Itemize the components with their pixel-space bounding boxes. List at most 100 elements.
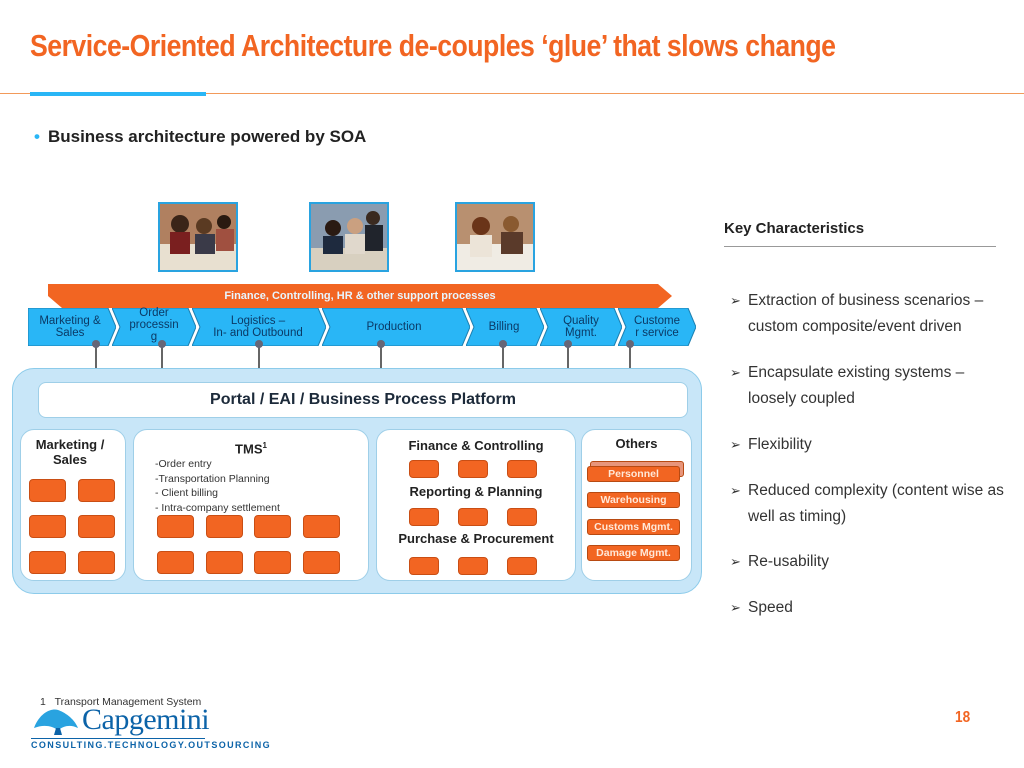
connector-line — [380, 346, 382, 368]
process-chevron-customer-service — [618, 308, 696, 346]
arrow-bullet-icon: ➢ — [730, 554, 741, 569]
connector-line — [629, 346, 631, 368]
module-box — [458, 508, 488, 526]
process-chevron-marketing-sales — [28, 308, 116, 346]
capgemini-tagline: CONSULTING.TECHNOLOGY.OUTSOURCING — [31, 740, 272, 750]
connector-knob — [626, 340, 634, 348]
connector-knob — [377, 340, 385, 348]
capgemini-spade-logo-icon — [34, 709, 78, 735]
process-label-logistics: Logistics – In- and Outbound — [213, 315, 303, 339]
key-characteristic-item: ➢Re-usability — [730, 549, 1005, 575]
connector-knob — [255, 340, 263, 348]
connector-knob — [158, 340, 166, 348]
process-label-production: Production — [366, 321, 422, 333]
module-box — [78, 479, 115, 502]
bullet-item: •Business architecture powered by SOA — [34, 127, 366, 147]
panel-title-others: Others — [615, 436, 658, 451]
arrow-bullet-icon: ➢ — [730, 293, 741, 308]
module-box — [409, 508, 439, 526]
arrow-bullet-icon: ➢ — [730, 483, 741, 498]
support-processes-bar — [48, 284, 672, 308]
business-meeting-photo-2 — [309, 202, 389, 272]
key-characteristic-item: ➢Reduced complexity (content wise as wel… — [730, 478, 1005, 530]
title-divider — [0, 93, 1024, 94]
process-chevron-quality — [540, 308, 622, 346]
others-item-customs: Customs Mgmt. — [587, 519, 680, 535]
connector-knob — [499, 340, 507, 348]
process-label-marketing-sales: Marketing & Sales — [39, 315, 101, 339]
process-chevron-production — [322, 308, 470, 346]
connector-line — [567, 346, 569, 368]
panel-title-finance-controlling: Finance & Controlling — [408, 438, 544, 453]
others-item-personnel: Personnel — [587, 466, 680, 482]
process-chevron-order-processing — [112, 308, 196, 346]
footnote-number: 1 — [40, 696, 46, 708]
tms-feature-item: -Order entry — [155, 458, 212, 470]
module-box — [254, 551, 291, 574]
tms-feature-item: -Transportation Planning — [155, 472, 270, 485]
bullet-text: Business architecture powered by SOA — [47, 127, 367, 146]
connector-line — [502, 346, 504, 368]
module-box — [206, 515, 243, 538]
tms-feature-item: - Client billing — [155, 487, 219, 499]
module-box — [29, 551, 66, 574]
module-box — [206, 551, 243, 574]
page-number: 18 — [955, 709, 971, 726]
process-chevron-logistics — [192, 308, 326, 346]
key-characteristic-item: ➢Speed — [730, 595, 1005, 621]
process-chevron-billing — [466, 308, 544, 346]
connector-line — [95, 346, 97, 368]
module-box — [303, 551, 340, 574]
others-item-warehousing: Warehousing — [587, 492, 680, 508]
module-box — [254, 515, 291, 538]
panel-title-marketing-sales: Marketing / Sales — [35, 437, 105, 467]
connector-knob — [92, 340, 100, 348]
module-box — [157, 515, 194, 538]
tms-title-text: TMS — [235, 441, 263, 457]
key-characteristics-divider — [724, 246, 996, 247]
footer — [0, 683, 1024, 768]
support-processes-label: Finance, Controlling, HR & other support… — [224, 290, 496, 302]
title-accent-bar — [30, 92, 206, 96]
others-item-damage: Damage Mgmt. — [587, 545, 680, 561]
module-box — [507, 557, 537, 575]
key-characteristic-item: ➢Flexibility — [730, 432, 1005, 458]
arrow-bullet-icon: ➢ — [730, 365, 741, 380]
logo-divider — [31, 738, 205, 739]
key-characteristic-item: ➢Extraction of business scenarios – cust… — [730, 288, 1005, 340]
tms-feature-item: - Intra-company settlement — [155, 501, 280, 514]
module-box — [78, 551, 115, 574]
process-label-order-processing: Order processin g — [129, 307, 179, 343]
footnote: 1 Transport Management System — [40, 696, 201, 708]
process-label-customer-service: Custome r service — [633, 315, 681, 339]
process-label-quality: Quality Mgmt. — [563, 315, 599, 339]
panel-title-purchase-procurement: Purchase & Procurement — [398, 531, 554, 546]
module-box — [409, 460, 439, 478]
connector-knob — [564, 340, 572, 348]
connector-line — [258, 346, 260, 368]
footnote-text: Transport Management System — [54, 696, 202, 708]
module-box — [409, 557, 439, 575]
module-box — [458, 557, 488, 575]
module-box — [29, 515, 66, 538]
module-box — [29, 479, 66, 502]
business-meeting-photo-1 — [158, 202, 238, 272]
module-box — [507, 508, 537, 526]
panel-finance — [376, 429, 576, 581]
tms-footnote-marker: 1 — [262, 441, 267, 450]
arrow-bullet-icon: ➢ — [730, 437, 741, 452]
capgemini-logo-text: Capgemini — [82, 703, 210, 736]
key-characteristics-title: Key Characteristics — [724, 220, 865, 237]
panel-title-tms: TMS1 — [133, 438, 369, 456]
portal-bar: Portal / EAI / Business Process Platform — [38, 382, 688, 418]
module-box — [78, 515, 115, 538]
module-box — [303, 515, 340, 538]
connector-line — [161, 346, 163, 368]
arrow-bullet-icon: ➢ — [730, 600, 741, 615]
module-box — [507, 460, 537, 478]
module-box — [157, 551, 194, 574]
process-label-billing: Billing — [488, 321, 520, 333]
tms-feature-list: -Order entry -Transportation Planning - … — [155, 457, 280, 515]
business-meeting-photo-3 — [455, 202, 535, 272]
page-title: Service-Oriented Architecture de-couples… — [30, 28, 836, 63]
